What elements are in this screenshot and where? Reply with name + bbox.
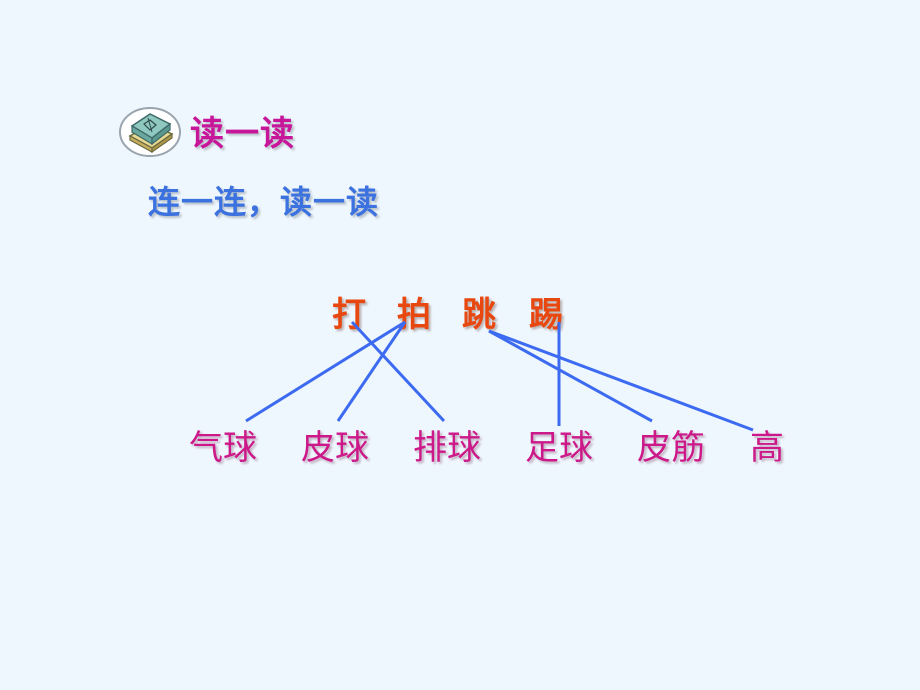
section-title: 读一读 [190,114,295,154]
instruction-text: 连一连，读一读 [148,183,380,221]
verb-ti: 踢 [529,295,563,335]
verb-da: 打 [332,295,366,335]
noun-gao: 高 [750,428,784,468]
noun-qiqiu: 气球 [189,428,257,468]
noun-paiqiu: 排球 [413,428,481,468]
connection-line-da-paiqiu [350,320,446,423]
noun-zuqiu: 足球 [525,428,593,468]
noun-pijin: 皮筋 [637,428,705,468]
verb-tiao: 跳 [462,295,496,335]
connection-line-pai-piqiu [336,321,407,422]
noun-piqiu: 皮球 [301,428,369,468]
connection-line-tiao-gao [488,329,754,432]
connection-line-tiao-pijin [488,329,653,423]
book-icon [119,107,181,157]
connection-line-pai-qiqiu [245,320,406,423]
verb-pai: 拍 [397,295,431,335]
